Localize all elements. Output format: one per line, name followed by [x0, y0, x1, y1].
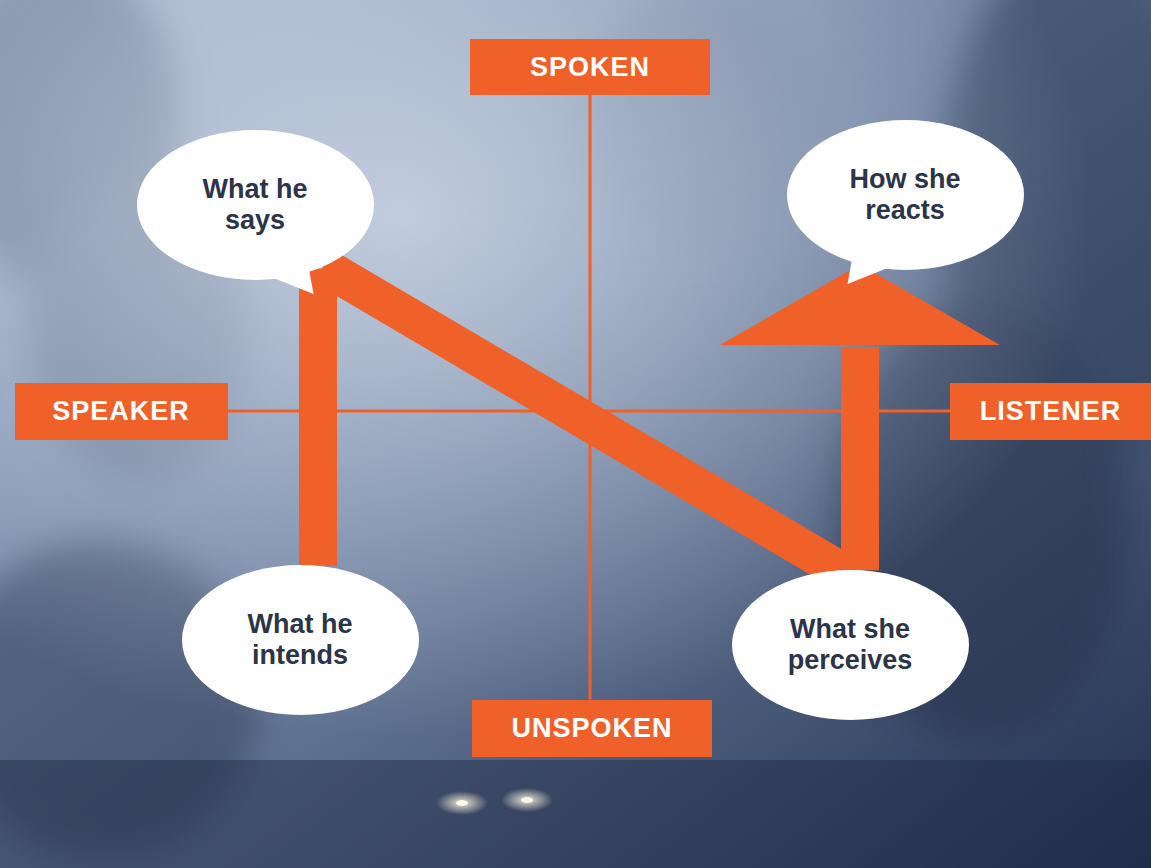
axis-line	[228, 411, 951, 412]
headlight	[456, 800, 468, 806]
axis-label: SPEAKER	[15, 383, 228, 440]
headlight-glow	[501, 788, 553, 812]
bubble-ellipse	[137, 130, 374, 280]
thought-bubble: What he intends	[182, 565, 419, 715]
bubble-ellipse	[182, 565, 419, 715]
axis-line	[590, 95, 591, 700]
bubble-text: What he says	[180, 174, 330, 236]
speech-bubble: How she reacts	[787, 120, 1024, 270]
axis-line-stroke	[589, 95, 592, 700]
speech-bubble: What he says	[137, 130, 374, 280]
road-ground	[0, 760, 1151, 868]
flow-bar	[318, 269, 319, 566]
axis-label-text: SPOKEN	[530, 52, 650, 83]
headlight	[521, 797, 533, 803]
axis-label: LISTENER	[950, 383, 1151, 440]
flow-bar-stroke	[323, 266, 840, 570]
arrow-shaft	[841, 347, 879, 570]
bubble-ellipse	[732, 570, 969, 720]
axis-label: SPOKEN	[470, 39, 710, 95]
bubble-ellipse	[787, 120, 1024, 270]
flow-bar	[323, 266, 840, 570]
bubble-text: What she perceives	[775, 614, 925, 676]
thought-bubble: What she perceives	[732, 570, 969, 720]
flow-bar-stroke	[299, 269, 337, 566]
headlight-glow	[436, 791, 488, 815]
axis-label: UNSPOKEN	[472, 700, 712, 757]
axis-label-text: LISTENER	[980, 396, 1122, 427]
bubble-text: What he intends	[225, 609, 375, 671]
axis-label-text: UNSPOKEN	[511, 713, 672, 744]
axis-label-text: SPEAKER	[52, 396, 190, 427]
axis-line-stroke	[228, 410, 951, 413]
bubble-text: How she reacts	[830, 164, 980, 226]
